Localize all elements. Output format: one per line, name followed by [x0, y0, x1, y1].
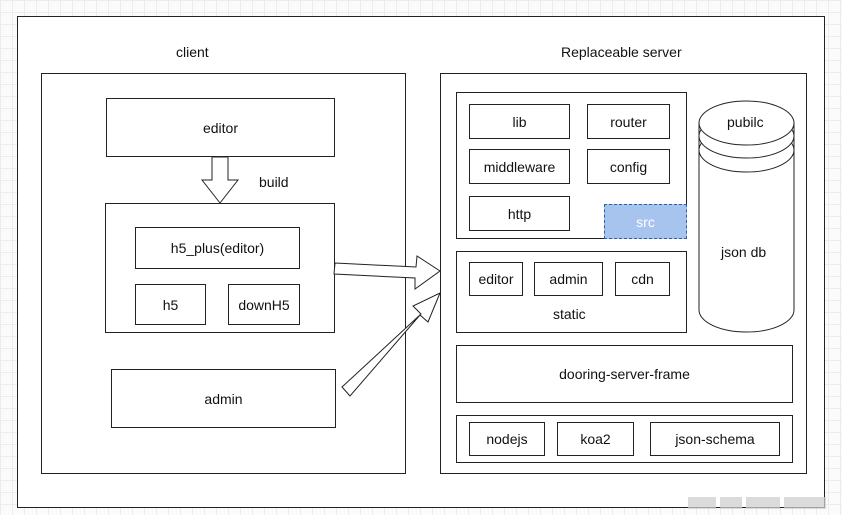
build-label: build: [259, 174, 289, 190]
json-schema-box: json-schema: [650, 422, 780, 456]
watermark-block-1: [688, 497, 716, 509]
db-top-label: pubilc: [727, 114, 764, 130]
koa2-box: koa2: [557, 422, 634, 456]
lib-box: lib: [469, 104, 570, 139]
middleware-box: middleware: [469, 149, 570, 184]
watermark-block-2: [720, 497, 742, 509]
editor-box: editor: [106, 98, 335, 157]
h5-box: h5: [135, 284, 206, 325]
watermark-block-3: [746, 497, 780, 509]
client-title: client: [176, 44, 209, 60]
h5-plus-box: h5_plus(editor): [135, 227, 300, 269]
src-box: src: [604, 204, 687, 239]
router-box: router: [587, 104, 670, 139]
static-cdn-box: cdn: [615, 262, 670, 296]
http-box: http: [469, 196, 570, 231]
h5-to-static-arrow: [333, 255, 441, 290]
watermark-block-4: [784, 497, 826, 509]
admin-box: admin: [111, 369, 336, 428]
nodejs-box: nodejs: [469, 422, 545, 456]
config-box: config: [587, 149, 670, 184]
admin-to-static-arrow: [341, 291, 441, 397]
static-label: static: [553, 306, 586, 322]
build-arrow: [200, 156, 240, 204]
dooring-server-frame-box: dooring-server-frame: [456, 345, 793, 403]
downh5-box: downH5: [228, 284, 300, 325]
db-label: json db: [721, 244, 767, 260]
static-editor-box: editor: [469, 262, 523, 296]
server-title: Replaceable server: [561, 44, 682, 60]
static-admin-box: admin: [534, 262, 603, 296]
